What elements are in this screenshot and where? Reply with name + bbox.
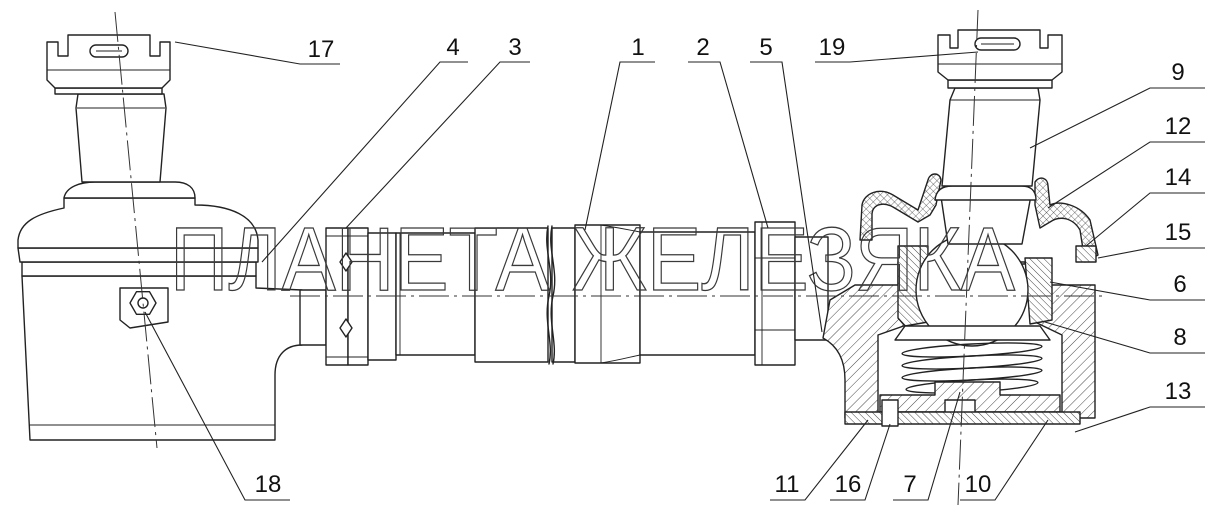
leader-3 [345, 61, 530, 229]
leader-14 [1085, 192, 1205, 247]
leader-lines [144, 41, 1205, 501]
leader-18 [144, 311, 290, 501]
castle-nut-left [46, 34, 171, 89]
leader-16 [830, 423, 891, 501]
tube-section-d [639, 231, 756, 356]
callout-8: 8 [1173, 324, 1186, 351]
left-housing-dome [17, 197, 259, 249]
lock-nut-2-faces [755, 222, 795, 365]
right-stud-flange [934, 185, 1037, 201]
left-housing-body [21, 275, 303, 441]
callout-13: 13 [1165, 378, 1192, 405]
right-washer [947, 79, 1053, 89]
leader-5 [750, 61, 823, 333]
spring-seat [894, 325, 1051, 341]
leader-19 [815, 51, 979, 63]
callout-16: 16 [835, 471, 862, 498]
leader-2 [688, 61, 769, 229]
left-ball-joint [17, 34, 303, 441]
callout-17: 17 [308, 36, 335, 63]
callout-7: 7 [903, 471, 916, 498]
leader-15 [1097, 247, 1205, 259]
cover-plate-13 [844, 411, 1081, 425]
leader-7 [893, 391, 961, 501]
clamp-chamfer [326, 235, 368, 358]
socket-liner-6-right [1024, 257, 1053, 325]
leader-17 [174, 41, 340, 65]
callout-5: 5 [759, 34, 772, 61]
leader-13 [1074, 406, 1205, 433]
callout-2: 2 [696, 34, 709, 61]
left-axis-line [114, 11, 158, 449]
callout-12: 12 [1165, 113, 1192, 140]
right-ball-joint-section [822, 29, 1099, 427]
castle-nut-19 [937, 29, 1063, 81]
tie-rod-tube [299, 221, 829, 366]
lower-insert-7 [879, 381, 1061, 413]
left-stud-flange [63, 181, 196, 199]
callout-11: 11 [775, 471, 800, 498]
right-thread-end [794, 236, 829, 341]
leader-9 [1029, 87, 1205, 149]
callout-10: 10 [965, 471, 992, 498]
right-axis-line [957, 9, 979, 506]
callout-9: 9 [1171, 59, 1184, 86]
leader-1 [584, 61, 655, 231]
clamp-diamond-lower [339, 318, 353, 338]
leader-10 [960, 419, 1049, 501]
leader-4 [261, 61, 468, 263]
center-lines [114, 9, 1105, 506]
left-washer [54, 87, 163, 95]
plug-16 [881, 399, 899, 427]
leader-11 [770, 419, 869, 501]
callout-labels: 17 4 3 1 2 5 19 9 12 14 15 6 8 13 18 11 … [255, 34, 1192, 498]
callout-19: 19 [819, 34, 846, 61]
callout-18: 18 [255, 471, 282, 498]
tube-main-taper [600, 224, 641, 364]
left-neck [299, 289, 327, 346]
callout-14: 14 [1165, 164, 1192, 191]
leader-12 [1047, 141, 1205, 209]
callout-15: 15 [1165, 219, 1192, 246]
tube-section-a [395, 232, 476, 356]
dust-boot-12-right [1034, 177, 1099, 263]
leader-8 [1044, 321, 1205, 354]
tube-main [574, 224, 641, 364]
clamp-diamond-upper [339, 252, 353, 272]
tube-section-b [474, 227, 549, 363]
callout-4: 4 [446, 34, 459, 61]
leader-6 [1049, 281, 1205, 301]
dust-boot-12-left [859, 173, 942, 241]
callout-6: 6 [1173, 271, 1186, 298]
boot-clamp-14 [1075, 245, 1097, 263]
callout-3: 3 [508, 34, 521, 61]
callout-1: 1 [631, 34, 644, 61]
right-stud-shank [941, 87, 1041, 187]
left-stud-shank [75, 93, 167, 183]
watermark-text: ПЛАНЕТА ЖЕЛЕЗЯКА [170, 210, 1015, 310]
